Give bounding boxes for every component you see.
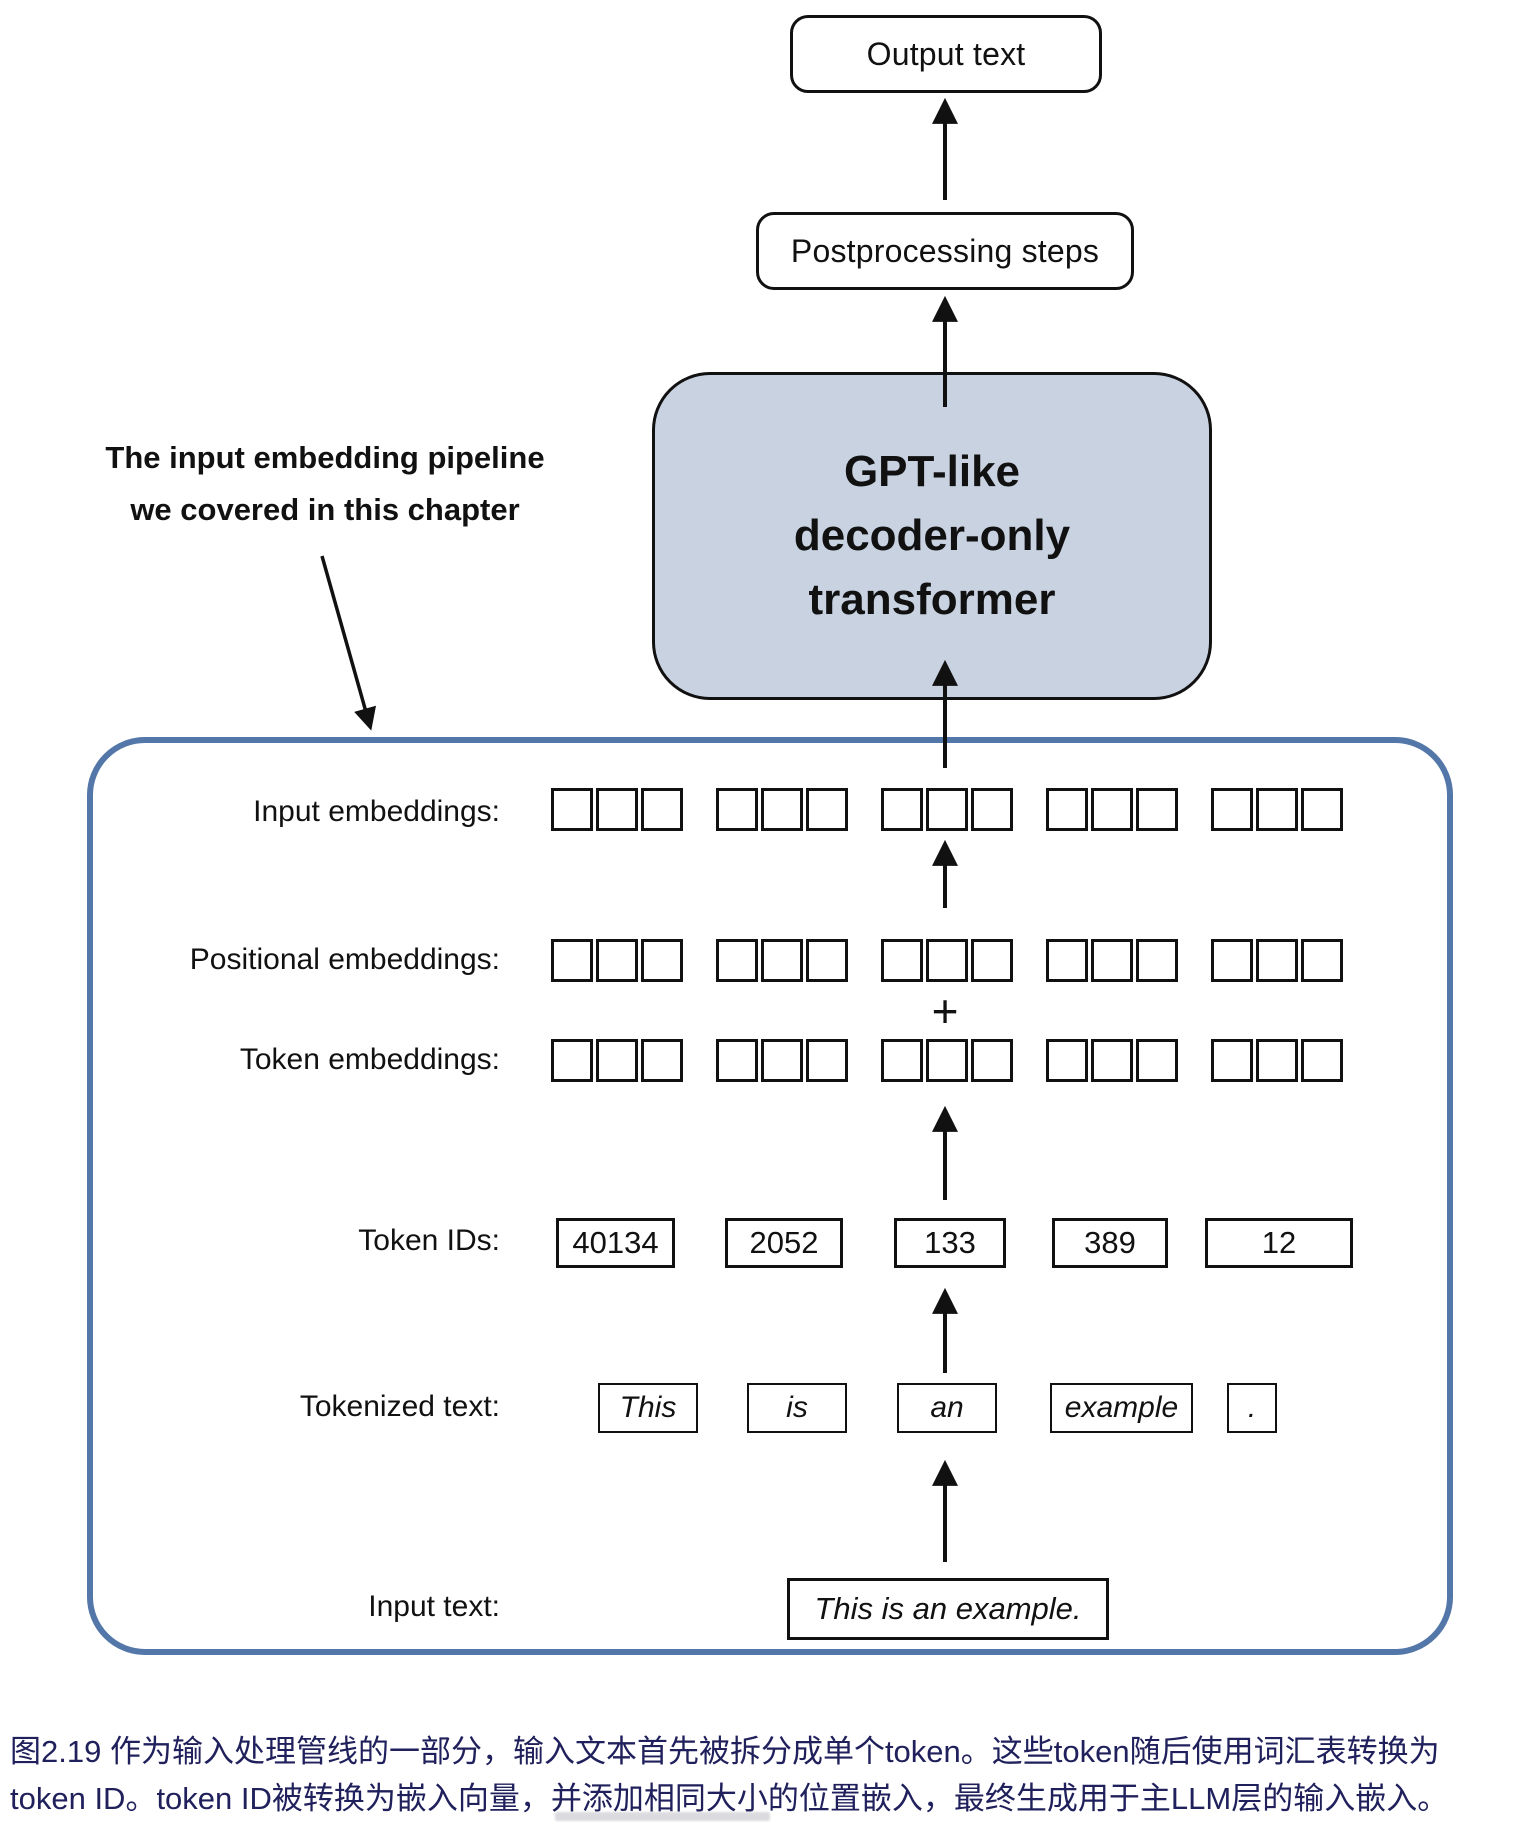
- embedding-vector: [1211, 788, 1343, 831]
- embedding-cell: [551, 939, 593, 982]
- embedding-cell: [761, 939, 803, 982]
- tokenized-text-label: Tokenized text:: [299, 1390, 500, 1423]
- token-embeddings-label: Token embeddings:: [239, 1043, 500, 1076]
- token-ids-label: Token IDs:: [358, 1224, 500, 1257]
- embedding-cell: [716, 1039, 758, 1082]
- gpt-box-line1: GPT-like: [843, 447, 1021, 496]
- embedding-vector: [881, 788, 1013, 831]
- token-box: This: [598, 1383, 698, 1433]
- embedding-cell: [761, 788, 803, 831]
- embedding-cell: [641, 1039, 683, 1082]
- input-embedding-pipeline-box: [87, 737, 1453, 1655]
- input-embeddings-vectors: [551, 788, 1343, 831]
- embedding-cell: [716, 788, 758, 831]
- input-text-box: This is an example.: [787, 1578, 1109, 1640]
- token-id-box: 389: [1052, 1218, 1168, 1268]
- figure-caption: 图2.19 作为输入处理管线的一部分，输入文本首先被拆分成单个token。这些t…: [10, 1728, 1508, 1822]
- embedding-vector: [881, 939, 1013, 982]
- postprocessing-steps-box: Postprocessing steps: [756, 212, 1134, 290]
- clipped-text-artifact: [555, 1812, 770, 1821]
- embedding-cell: [1136, 939, 1178, 982]
- token-box: is: [747, 1383, 847, 1433]
- embedding-cell: [1136, 788, 1178, 831]
- embedding-vector: [1211, 939, 1343, 982]
- input-text-value: This is an example.: [814, 1591, 1082, 1626]
- embedding-vector: [716, 939, 848, 982]
- embedding-cell: [596, 1039, 638, 1082]
- input-embeddings-label: Input embeddings:: [253, 795, 500, 828]
- caption-line2: token ID。token ID被转换为嵌入向量，并添加相同大小的位置嵌入，最…: [10, 1781, 1449, 1816]
- embedding-cell: [971, 939, 1013, 982]
- embedding-cell: [1046, 939, 1088, 982]
- embedding-cell: [551, 788, 593, 831]
- token-box: .: [1227, 1383, 1277, 1433]
- embedding-cell: [881, 1039, 923, 1082]
- embedding-cell: [1211, 1039, 1253, 1082]
- input-text-label: Input text:: [368, 1590, 500, 1623]
- embedding-cell: [806, 1039, 848, 1082]
- embedding-vector: [1046, 1039, 1178, 1082]
- embedding-vector: [551, 788, 683, 831]
- embedding-cell: [1211, 788, 1253, 831]
- embedding-cell: [761, 1039, 803, 1082]
- annotation-line2: we covered in this chapter: [130, 492, 520, 527]
- embedding-vector: [716, 788, 848, 831]
- gpt-box-line3: transformer: [808, 575, 1056, 624]
- postprocessing-steps-label: Postprocessing steps: [790, 232, 1100, 269]
- embedding-cell: [806, 939, 848, 982]
- embedding-cell: [926, 1039, 968, 1082]
- token-box: example: [1050, 1383, 1193, 1433]
- embedding-cell: [881, 788, 923, 831]
- embedding-vector: [1046, 939, 1178, 982]
- embedding-cell: [926, 939, 968, 982]
- token-embeddings-vectors: [551, 1039, 1343, 1082]
- caption-line1: 图2.19 作为输入处理管线的一部分，输入文本首先被拆分成单个token。这些t…: [10, 1734, 1440, 1769]
- embedding-vector: [551, 1039, 683, 1082]
- positional-embeddings-vectors: [551, 939, 1343, 982]
- token-id-box: 12: [1205, 1218, 1353, 1268]
- embedding-cell: [1046, 1039, 1088, 1082]
- annotation-arrow: [320, 555, 377, 731]
- embedding-cell: [1091, 788, 1133, 831]
- embedding-cell: [806, 788, 848, 831]
- embedding-cell: [881, 939, 923, 982]
- embedding-vector: [551, 939, 683, 982]
- embedding-cell: [1256, 939, 1298, 982]
- output-text-box: Output text: [790, 15, 1102, 93]
- embedding-cell: [551, 1039, 593, 1082]
- embedding-cell: [1091, 939, 1133, 982]
- embedding-cell: [1301, 788, 1343, 831]
- embedding-cell: [1301, 939, 1343, 982]
- embedding-cell: [641, 939, 683, 982]
- embedding-cell: [1256, 788, 1298, 831]
- embedding-cell: [596, 788, 638, 831]
- embedding-vector: [881, 1039, 1013, 1082]
- embedding-cell: [971, 1039, 1013, 1082]
- gpt-decoder-box: GPT-like decoder-only transformer: [652, 372, 1212, 700]
- token-id-box: 40134: [556, 1218, 675, 1268]
- annotation-note: The input embedding pipeline we covered …: [90, 432, 560, 536]
- embedding-cell: [641, 788, 683, 831]
- embedding-cell: [1136, 1039, 1178, 1082]
- plus-operator: +: [931, 985, 959, 1037]
- embedding-cell: [1211, 939, 1253, 982]
- token-id-box: 2052: [725, 1218, 843, 1268]
- token-box: an: [897, 1383, 997, 1433]
- embedding-cell: [1091, 1039, 1133, 1082]
- embedding-cell: [596, 939, 638, 982]
- embedding-vector: [716, 1039, 848, 1082]
- embedding-cell: [1046, 788, 1088, 831]
- embedding-vector: [1046, 788, 1178, 831]
- token-id-box: 133: [894, 1218, 1006, 1268]
- embedding-cell: [716, 939, 758, 982]
- output-text-label: Output text: [866, 35, 1026, 72]
- embedding-cell: [1301, 1039, 1343, 1082]
- gpt-box-line2: decoder-only: [793, 511, 1071, 560]
- embedding-cell: [1256, 1039, 1298, 1082]
- positional-embeddings-label: Positional embeddings:: [189, 943, 500, 976]
- embedding-cell: [971, 788, 1013, 831]
- annotation-line1: The input embedding pipeline: [105, 440, 545, 475]
- embedding-vector: [1211, 1039, 1343, 1082]
- embedding-cell: [926, 788, 968, 831]
